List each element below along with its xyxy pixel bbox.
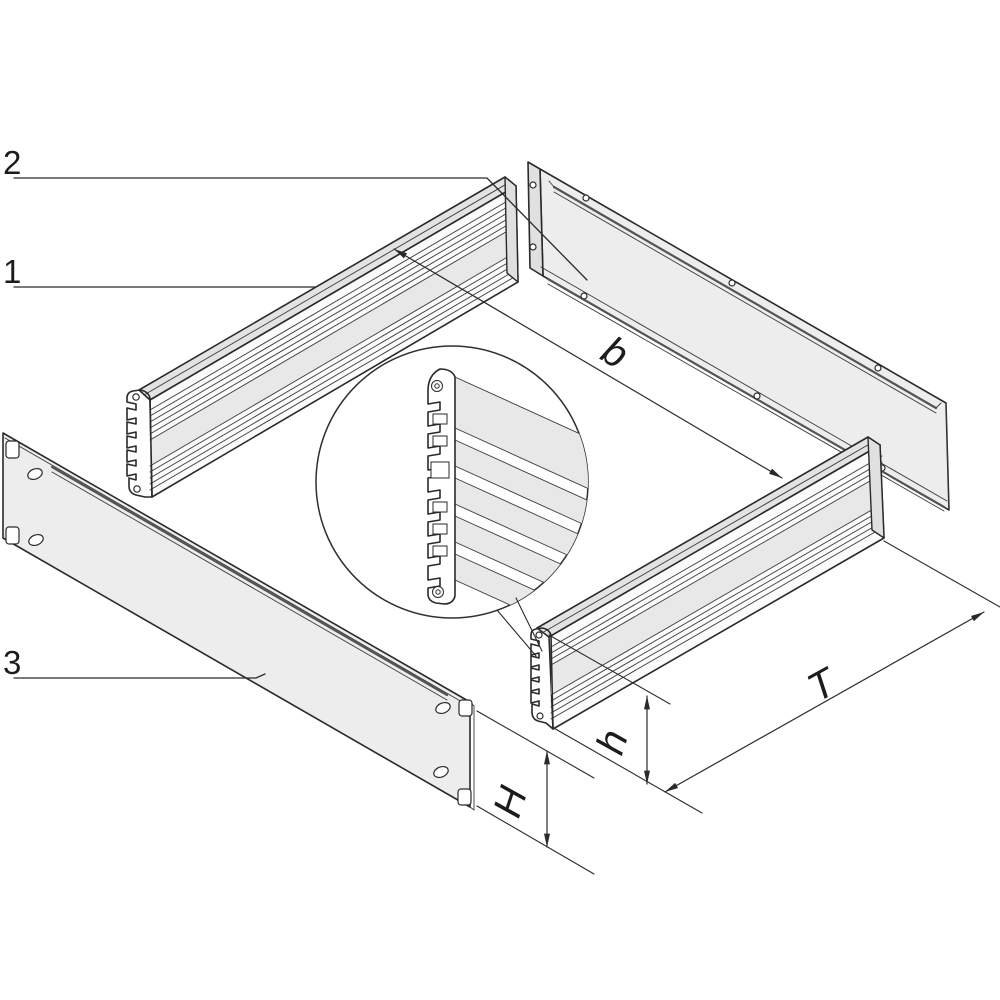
- callout-3: 3: [3, 644, 266, 681]
- front-panel-round-hole: [28, 533, 44, 547]
- dimension-h-extension-top: [548, 634, 671, 705]
- dimension-T-extension-left: [551, 726, 703, 814]
- callout-3-label: 3: [3, 644, 21, 681]
- dimension-H-extension-bottom: [476, 805, 595, 875]
- front-panel-slot-hole: [5, 440, 20, 459]
- rear-panel-face: [539, 168, 950, 511]
- callout-1-label: 1: [3, 253, 21, 290]
- rear-panel-right-edge: [945, 402, 950, 511]
- front-panel-round-hole: [435, 701, 451, 715]
- rail2-mid-band: [551, 474, 882, 695]
- rear-panel-left-flange: [527, 161, 544, 277]
- part-3-front-panel: [2, 432, 475, 811]
- front-panel-slot-hole: [457, 788, 472, 806]
- rail2-end-profile: [530, 627, 554, 730]
- rear-panel-screw-hole: [874, 364, 882, 372]
- front-panel-top-hem: [50, 465, 449, 697]
- rear-panel-screw-hole: [753, 392, 761, 400]
- rail2-profile-hole-top: [535, 631, 543, 639]
- rail1-end-profile: [126, 389, 153, 498]
- callout-2: 2: [3, 144, 588, 281]
- rail1-profile-hole-bottom: [133, 485, 141, 493]
- rail2-top-face-line: [541, 441, 874, 634]
- part-2-rear-panel: [527, 161, 950, 512]
- rear-panel-screw-hole: [582, 194, 590, 202]
- dimension-h-label: h: [588, 725, 637, 760]
- right-extrusion-rail: [530, 436, 885, 730]
- rear-panel-top-hem-end-left: [548, 180, 555, 188]
- front-panel-top-thickness: [4, 437, 470, 707]
- callout-1: 1: [3, 253, 317, 290]
- dimension-T-label: T: [800, 659, 845, 711]
- detail-leader-wedge: [496, 597, 543, 657]
- rail1-end-cap: [504, 176, 519, 283]
- front-panel-round-hole: [27, 467, 43, 481]
- callout-3-leader: [13, 673, 266, 679]
- rear-panel-screw-hole: [529, 181, 537, 189]
- dimension-b-line: [393, 248, 783, 479]
- dimension-H: H: [476, 710, 595, 875]
- dimension-H-extension-top: [476, 710, 595, 779]
- front-panel-slot-hole: [458, 699, 473, 717]
- front-panel-slot-hole: [5, 526, 20, 545]
- rear-panel-screw-hole: [580, 292, 588, 300]
- rear-panel-screw-hole: [728, 279, 736, 287]
- rail2-profile-hole-bottom: [536, 712, 544, 720]
- rail2-end-cap: [867, 436, 885, 539]
- front-panel-round-hole: [433, 765, 449, 779]
- dimension-T-line: [664, 611, 985, 793]
- rail1-profile-hole-top: [132, 393, 140, 401]
- front-panel-top-hem-inner: [51, 471, 448, 701]
- dimension-T-extension-right: [883, 540, 1000, 608]
- rear-panel-top-hem-end-right: [935, 402, 942, 409]
- dimension-H-label: H: [485, 781, 536, 822]
- rail1-top-face-line: [143, 181, 511, 396]
- callout-2-label: 2: [3, 144, 21, 181]
- rear-panel-screw-hole: [529, 243, 537, 251]
- callout-2-leader: [13, 177, 588, 281]
